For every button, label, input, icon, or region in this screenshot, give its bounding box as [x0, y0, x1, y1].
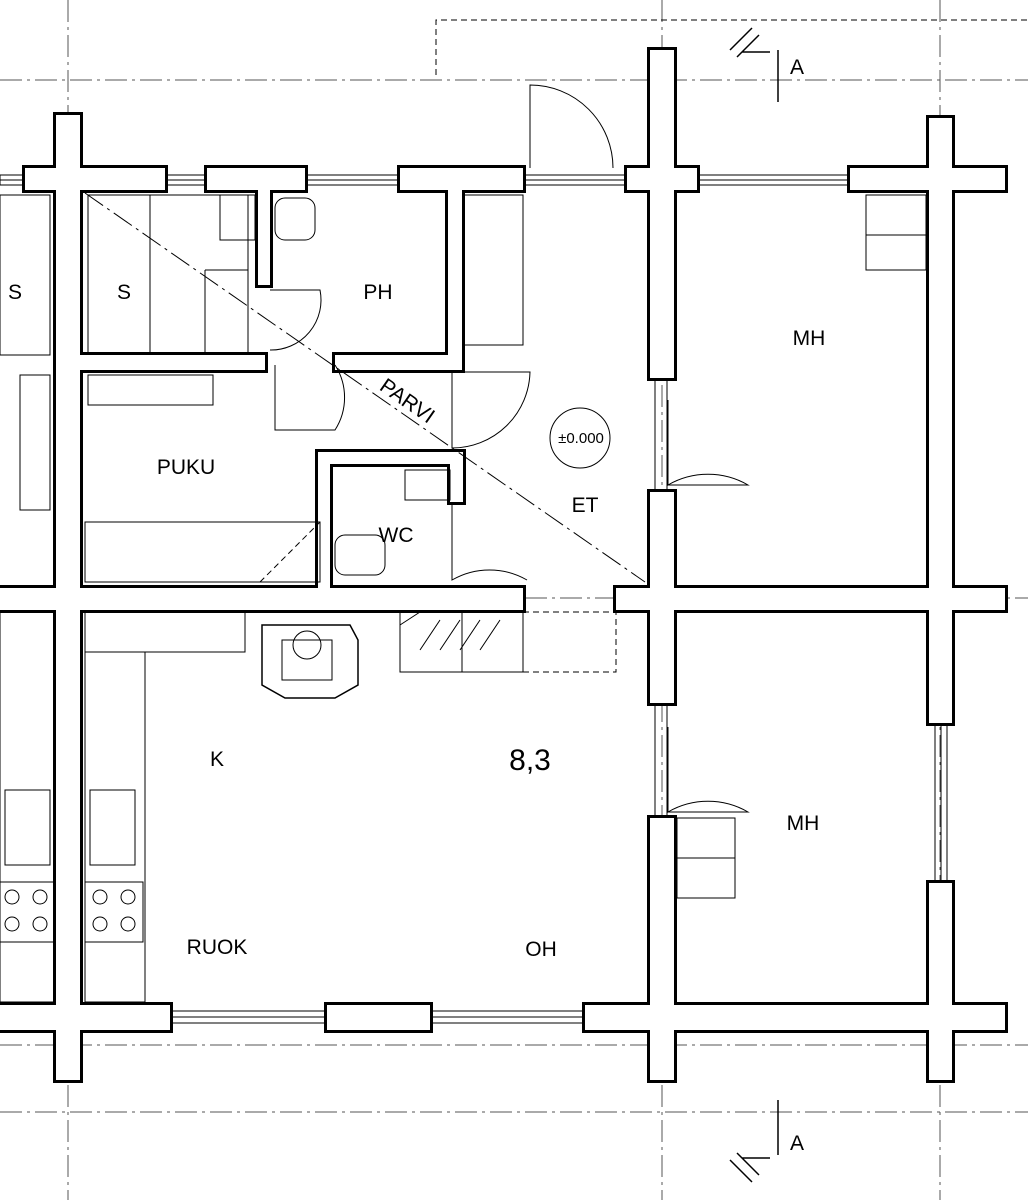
room-label-sauna-left: S: [8, 281, 22, 304]
room-label-sauna: S: [117, 281, 131, 304]
walls: [0, 47, 1008, 1083]
section-mark-top: [729, 27, 779, 102]
room-label-bathroom: PH: [363, 281, 392, 304]
area-label: 8,3: [509, 744, 551, 777]
section-label-top: A: [790, 56, 804, 79]
room-label-dining: RUOK: [187, 936, 248, 959]
section-mark-bottom: [729, 1100, 779, 1183]
room-label-toilet: WC: [379, 524, 414, 547]
room-label-bedroom-top: MH: [793, 327, 826, 350]
floor-level-label: ±0.000: [558, 430, 604, 447]
room-label-bedroom-bottom: MH: [787, 812, 820, 835]
loft-boundary: [84, 192, 646, 583]
room-label-kitchen: K: [210, 748, 224, 771]
room-label-living: OH: [525, 938, 557, 961]
fixtures: [0, 194, 927, 1003]
level-marker: [549, 407, 611, 469]
doors: [269, 84, 750, 813]
room-label-hall: ET: [572, 494, 599, 517]
section-label-bottom: A: [790, 1132, 804, 1155]
room-label-dressing: PUKU: [157, 456, 215, 479]
